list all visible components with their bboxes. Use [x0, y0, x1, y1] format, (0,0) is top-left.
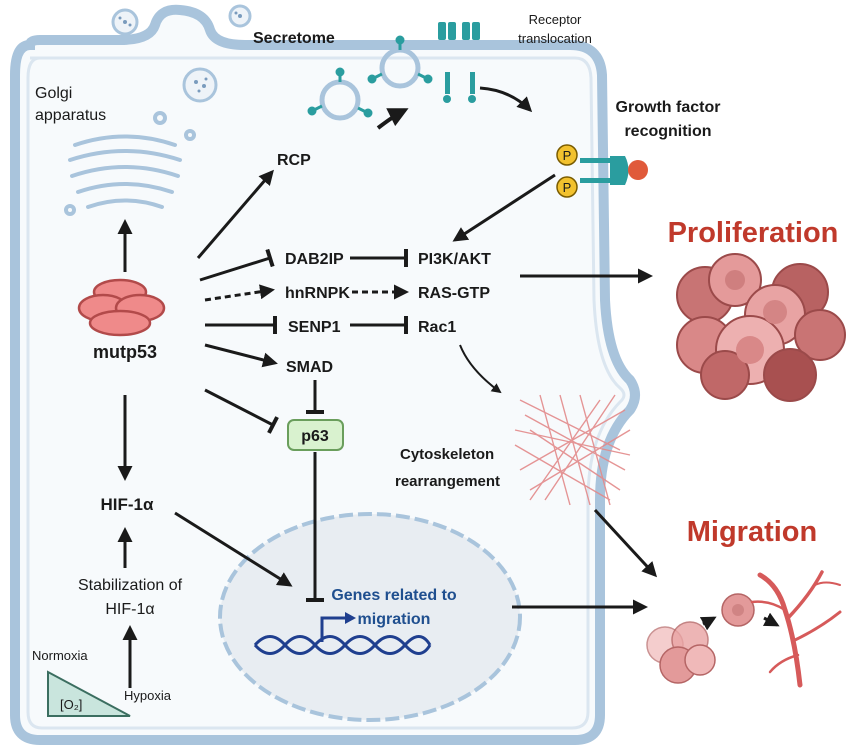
secretome-label: Secretome [253, 30, 335, 47]
dna-icon [253, 635, 432, 655]
hnrnpk-label: hnRNPK [285, 285, 350, 302]
phospho-icon [556, 176, 578, 198]
secreted-vesicles [111, 4, 252, 103]
hypoxia-label: Hypoxia [124, 688, 172, 703]
growth-factor-label: recognition [624, 123, 711, 140]
receptor-translocation-label: translocation [518, 31, 592, 46]
stabilization-label: HIF-1α [105, 601, 154, 618]
genes-label: Genes related to [331, 587, 457, 604]
normoxia-label: Normoxia [32, 648, 88, 663]
p63-box [287, 419, 344, 451]
ras-label: RAS-GTP [418, 285, 490, 302]
mutp53-to-hnrnpk-arrow [204, 284, 275, 302]
hif-to-genes-arrow [174, 511, 293, 587]
mutp53-label: mutp53 [93, 342, 157, 362]
p63-label: p63 [301, 428, 329, 445]
migration-step-arrow [699, 616, 717, 631]
o2-label: [O₂] [60, 697, 82, 712]
transcription-start-arrow [320, 616, 345, 642]
dab2ip-label: DAB2IP [285, 251, 344, 268]
migration-label: Migration [687, 516, 818, 548]
pi3k-label: PI3K/AKT [418, 251, 491, 268]
cytoskeleton-icon [514, 394, 631, 506]
growth-factor-receptor [556, 144, 648, 198]
stabilization-label: Stabilization of [78, 577, 183, 594]
migrating-cells-icon [646, 593, 755, 684]
mutp53-to-smad-arrow [204, 343, 278, 368]
golgi-label: Golgi [35, 85, 72, 102]
mutp53-inhibits-dab2ip [199, 248, 275, 282]
smad-label: SMAD [286, 359, 333, 376]
hif-label: HIF-1α [101, 495, 155, 514]
mutp53-to-rcp-arrow [196, 169, 274, 259]
cytoskeleton-label: Cytoskeleton [400, 446, 494, 463]
genes-label: migration [358, 611, 431, 628]
oxygen-gradient-triangle [47, 670, 131, 717]
cytoskeleton-to-migration-arrow [593, 508, 658, 578]
golgi-label: apparatus [35, 107, 106, 124]
senp1-label: SENP1 [288, 319, 341, 336]
translocation-arrow [479, 86, 533, 113]
proliferation-label: Proliferation [668, 217, 839, 249]
mutp53-inhibits-p63 [204, 388, 279, 434]
receptor-vesicles [307, 35, 433, 130]
golgi-apparatus-icon [64, 111, 196, 216]
gf-to-pi3k-arrow [452, 173, 556, 242]
growth-factor-label: Growth factor [616, 99, 721, 116]
transcription-arrowhead [345, 612, 356, 624]
nucleus [218, 512, 522, 722]
cell-membrane-inner [26, 56, 626, 730]
rac1-to-cytoskeleton-arrow [459, 344, 502, 394]
rac1-label: Rac1 [418, 319, 456, 336]
mutp53-icon [77, 278, 166, 337]
phospho-label: P [563, 148, 572, 163]
rcp-label: RCP [277, 152, 311, 169]
tumor-cluster-icon [676, 253, 846, 402]
receptor-translocation-label: Receptor [529, 12, 582, 27]
phospho-label: P [563, 180, 572, 195]
phospho-icon [556, 144, 578, 166]
migration-step-arrow [762, 612, 780, 627]
cytoskeleton-label: rearrangement [395, 473, 500, 490]
membrane-receptors [438, 22, 480, 103]
blood-vessel-icon [750, 570, 842, 688]
